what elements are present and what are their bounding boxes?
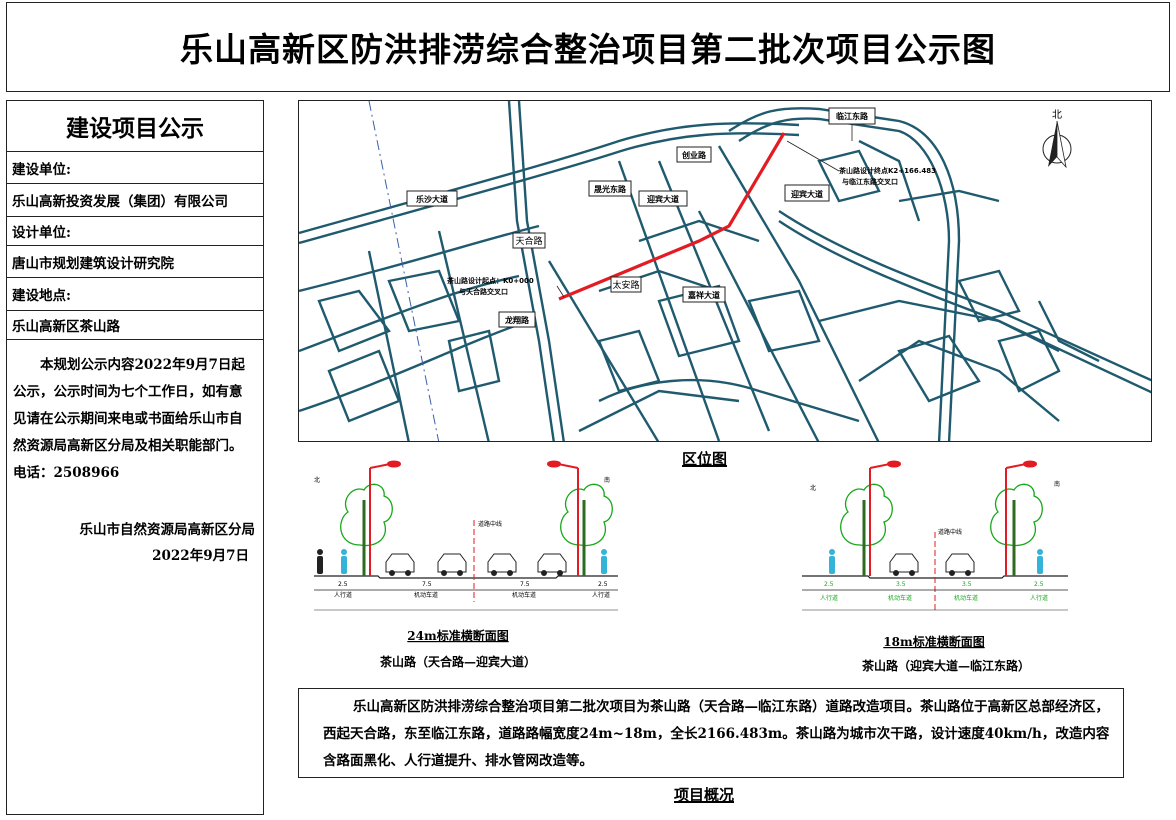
pedestrian-left (341, 549, 347, 574)
pedestrian-far-left (317, 549, 323, 574)
map-label-lesha: 乐沙大道 (416, 194, 448, 204)
map-label-jiaxiang: 嘉祥大道 (687, 290, 720, 300)
section-24m: 北 南 (314, 460, 618, 669)
map-svg: 临江东路 创业路 晟光东路 迎宾大道 迎宾大道 乐沙大道 天合路 太安路 嘉祥大… (299, 101, 1151, 441)
overview-caption: 项目概况 (674, 786, 735, 804)
map-label-yingbin-south: 迎宾大道 (647, 194, 679, 204)
left-lane-2: 机动车道 (414, 591, 438, 599)
build-unit-label: 建设单位: (7, 152, 263, 184)
car-3 (487, 553, 517, 576)
left-lane-1: 人行道 (334, 591, 352, 599)
start-note-line1: 茶山路设计起点：K0+000 (446, 276, 534, 285)
car-4 (537, 553, 567, 576)
end-note-line1: 茶山路设计终点K2+166.483 (838, 166, 936, 175)
panel-heading: 建设项目公示 (7, 101, 263, 152)
right-lane-3: 机动车道 (954, 594, 978, 602)
north-arrow-icon: 北 (1042, 109, 1072, 169)
right-lane-2: 机动车道 (888, 594, 912, 602)
right-lane-4: 人行道 (1030, 594, 1048, 602)
location-label: 建设地点: (7, 278, 263, 311)
right-dim-4: 2.5 (1034, 581, 1044, 588)
design-unit-value: 唐山市规划建筑设计研究院 (7, 246, 263, 278)
right-dim-3: 3.5 (962, 581, 972, 588)
left-section-title: 24m标准横断面图 (407, 628, 508, 643)
lamp-right-2 (1005, 460, 1037, 576)
left-lane-3: 机动车道 (512, 591, 536, 599)
map-label-longxiang: 龙翔路 (504, 315, 530, 325)
map-label-taian: 太安路 (612, 279, 639, 291)
signature: 乐山市自然资源局高新区分局 (79, 522, 256, 538)
build-unit-value: 乐山高新投资发展（集团）有限公司 (7, 184, 263, 217)
map-label-yingbin-east: 迎宾大道 (791, 189, 823, 199)
right-south: 南 (1054, 480, 1060, 488)
section-18m: 北 南 (802, 460, 1068, 673)
notice-text: 本规划公示内容2022年9月7日起公示，公示时间为七个工作日，如有意见请在公示期… (13, 357, 245, 454)
left-dim-1: 2.5 (338, 581, 348, 588)
pedestrian-right (601, 549, 607, 574)
car-2 (437, 553, 467, 576)
phone-number: 电话：2508966 (13, 465, 120, 481)
right-dim-1: 2.5 (824, 581, 834, 588)
right-north: 北 (810, 484, 816, 492)
car-5 (889, 553, 919, 576)
left-section-subtitle: 茶山路（天合路—迎宾大道） (379, 654, 536, 669)
map-label-tianhe: 天合路 (515, 235, 542, 247)
left-north: 北 (314, 476, 320, 484)
right-dim-2: 3.5 (896, 581, 906, 588)
right-section-subtitle: 茶山路（迎宾大道—临江东路） (861, 658, 1030, 673)
map-label-chuangye: 创业路 (681, 150, 707, 160)
right-lane-1: 人行道 (820, 594, 838, 602)
page-title: 乐山高新区防洪排涝综合整治项目第二批次项目公示图 (180, 30, 996, 69)
lamp-right-1 (869, 460, 901, 576)
lamp-left-2 (547, 460, 579, 576)
lamp-left-1 (369, 460, 401, 576)
left-lane-4: 人行道 (592, 591, 610, 599)
map-label-linjiang: 临江东路 (836, 111, 869, 121)
sign-date: 2022年9月7日 (152, 548, 249, 564)
end-note-line2: 与临江东路交叉口 (842, 177, 898, 186)
left-dim-3: 7.5 (520, 581, 530, 588)
pedestrian-r2 (1037, 549, 1043, 574)
project-description: 乐山高新区防洪排涝综合整治项目第二批次项目为茶山路（天合路—临江东路）道路改造项… (298, 688, 1124, 778)
map-label-jintai: 晟光东路 (594, 184, 627, 194)
car-1 (385, 553, 415, 576)
left-dim-4: 2.5 (598, 581, 608, 588)
right-section-title: 18m标准横断面图 (883, 634, 984, 649)
north-label: 北 (1052, 109, 1062, 121)
start-note-line2: 与天合路交叉口 (459, 287, 508, 296)
pedestrian-r1 (829, 549, 835, 574)
title-box: 乐山高新区防洪排涝综合整治项目第二批次项目公示图 (6, 2, 1170, 92)
tree-right-1 (840, 483, 893, 576)
location-value: 乐山高新区茶山路 (7, 311, 263, 340)
left-south: 南 (604, 476, 610, 484)
tree-left-1 (340, 483, 393, 576)
cross-sections: 北 南 (298, 460, 1152, 686)
tree-left-2 (560, 483, 613, 576)
tree-right-2 (990, 483, 1043, 576)
right-centerline: 道路中线 (938, 528, 962, 536)
left-centerline: 道路中线 (478, 520, 502, 528)
car-6 (945, 553, 975, 576)
map-caption: 区位图 (682, 450, 728, 468)
location-map: 临江东路 创业路 晟光东路 迎宾大道 迎宾大道 乐沙大道 天合路 太安路 嘉祥大… (298, 100, 1152, 442)
left-dim-2: 7.5 (422, 581, 432, 588)
design-unit-label: 设计单位: (7, 217, 263, 246)
announcement-panel: 建设项目公示 建设单位: 乐山高新投资发展（集团）有限公司 设计单位: 唐山市规… (6, 100, 264, 815)
sections-svg: 北 南 (314, 460, 1068, 673)
